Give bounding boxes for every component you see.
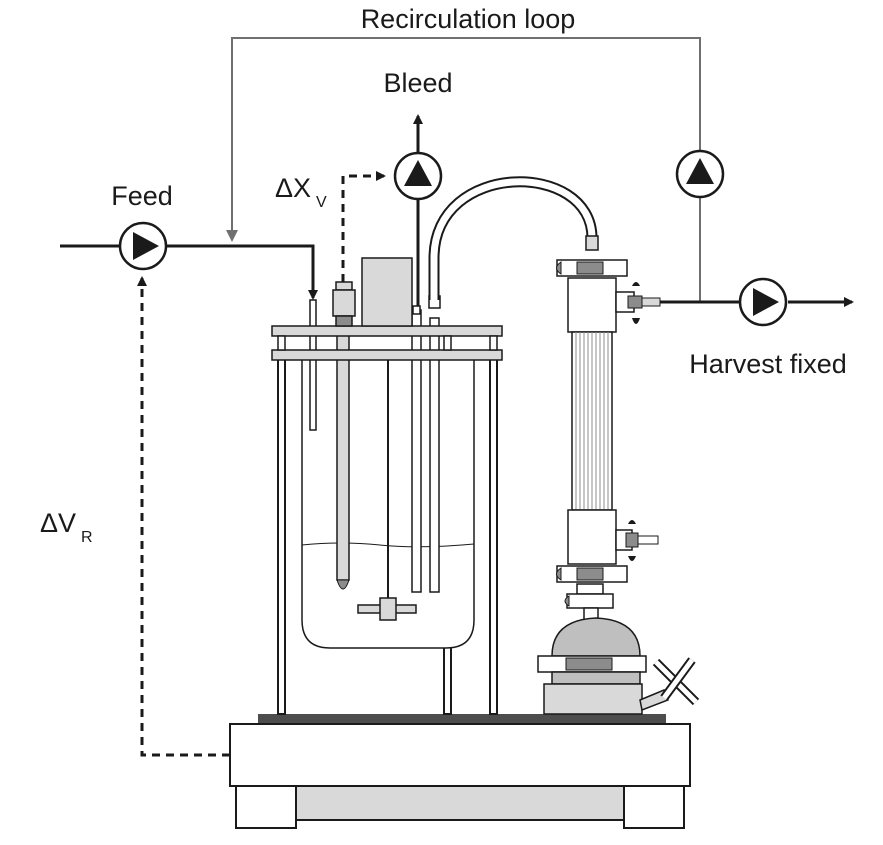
harvest-pump-icon — [738, 277, 788, 327]
bioreactor-vessel — [271, 257, 503, 715]
delta-xv-control-line — [341, 171, 386, 282]
recirculation-tubing — [428, 176, 599, 300]
bleed-label: Bleed — [383, 68, 452, 98]
delta-vr-control-line — [137, 276, 230, 757]
recirculation-loop-label: Recirculation loop — [361, 4, 576, 34]
delta-xv-label: ΔX V — [275, 173, 327, 211]
balance-scale — [229, 714, 691, 829]
side-port-valve-icon — [615, 520, 659, 561]
bleed-pump-icon — [393, 151, 443, 201]
delta-vr-subscript: R — [81, 529, 93, 546]
delta-vr-main: ΔV — [40, 508, 76, 538]
recirculation-pump-head — [537, 617, 669, 715]
feed-pump-icon — [118, 221, 168, 271]
delta-xv-main: ΔX — [275, 173, 311, 203]
harvest-port-valve-icon — [615, 282, 661, 324]
recirculation-pump-icon — [675, 149, 725, 199]
drain-valve-icon — [652, 657, 700, 706]
recirculation-loop — [226, 37, 701, 302]
feed-label: Feed — [111, 181, 173, 211]
delta-xv-subscript: V — [316, 194, 327, 211]
feed-line — [60, 244, 318, 300]
hollow-fiber-filter — [556, 259, 628, 623]
harvest-label: Harvest fixed — [689, 349, 847, 379]
delta-vr-label: ΔV R — [40, 508, 93, 546]
